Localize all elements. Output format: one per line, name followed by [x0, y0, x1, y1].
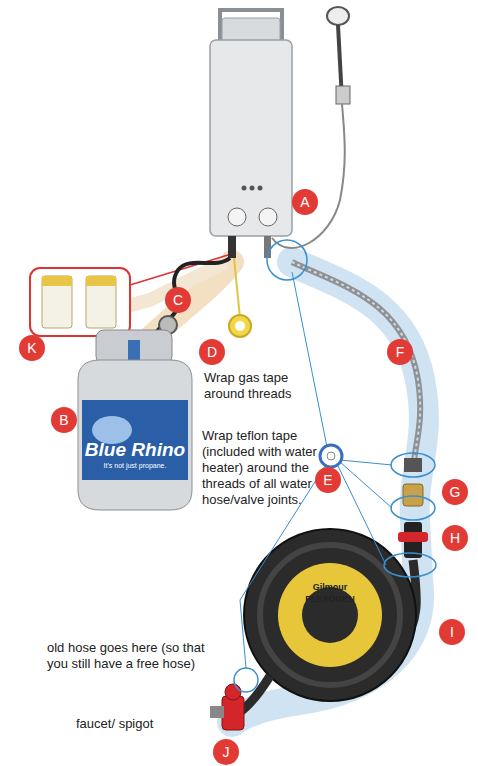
hose-reel: [260, 545, 400, 685]
note-text: Wrap teflon tape (included with water he…: [202, 428, 317, 507]
reel-label: [278, 563, 382, 667]
brand-text: Blue Rhino: [85, 439, 185, 460]
note-box: old hose goes here (so that you still ha…: [47, 640, 223, 672]
callout-circle: K: [19, 335, 45, 361]
hose-nut: [404, 458, 422, 472]
leader-line: [340, 460, 392, 465]
teflon-tape-roll: [327, 452, 335, 460]
battery: [42, 276, 72, 328]
leader-line: [338, 466, 386, 565]
brass-fitting: [403, 484, 423, 506]
callout-circle: D: [199, 339, 225, 365]
note-box: FLEXOGEN: [290, 594, 370, 605]
braided-hose: [292, 262, 420, 462]
leader-line: [234, 258, 240, 318]
leader-line: [340, 462, 392, 508]
callout-number: A: [300, 194, 309, 210]
tank-body: [78, 360, 192, 510]
shower-holder: [336, 86, 350, 104]
callout-circle: A: [292, 189, 318, 215]
joint-highlight: [391, 453, 435, 477]
joint-highlight: [267, 240, 307, 280]
brand-text: Gilmour: [313, 582, 348, 592]
callout-number: F: [396, 344, 405, 360]
leader-line: [292, 272, 330, 462]
braided-hose: [292, 262, 420, 462]
heater-icon: [258, 186, 263, 191]
battery-band: [42, 276, 72, 286]
callout-circle: G: [442, 479, 468, 505]
callout-circle: H: [442, 525, 468, 551]
tank-label: [82, 400, 188, 480]
joint-highlight: [384, 553, 436, 577]
callout-number: K: [27, 340, 36, 356]
callout-number: E: [323, 472, 332, 488]
brand-text: It's not just propane.: [104, 462, 167, 469]
callout-number: I: [450, 624, 454, 640]
callout-number: H: [450, 530, 460, 546]
battery-band: [86, 276, 116, 286]
teflon-tape-roll: [320, 445, 342, 467]
note-text: Wrap gas tape around threads: [204, 370, 291, 401]
gas-tape-roll: [235, 321, 245, 331]
spigot: [222, 696, 244, 730]
callout-number: D: [207, 344, 217, 360]
callout-number: J: [223, 744, 230, 760]
brand-text: FLEXOGEN: [305, 594, 355, 604]
callout-number: C: [173, 292, 183, 308]
heater-icon: [250, 186, 255, 191]
gas-inlet: [228, 236, 236, 258]
battery-box: [30, 268, 130, 336]
heater-knob: [259, 208, 277, 226]
heater-knob: [228, 208, 246, 226]
note-box: Blue Rhino: [82, 438, 188, 461]
tank-valve: [128, 340, 140, 362]
heater-icon: [242, 186, 247, 191]
callout-circle: F: [387, 339, 413, 365]
callout-number: B: [59, 412, 68, 428]
spigot-handle: [225, 684, 241, 700]
note-box: It's not just propane.: [82, 462, 188, 470]
note-box: Wrap teflon tape (included with water he…: [202, 428, 326, 508]
callout-circle: C: [165, 287, 191, 313]
valve-lever: [398, 532, 428, 542]
note-box: Wrap gas tape around threads: [204, 370, 316, 402]
joint-highlight: [391, 496, 435, 520]
callout-number: G: [450, 484, 461, 500]
note-box: faucet/ spigot: [76, 716, 196, 732]
heater-vent: [222, 18, 280, 42]
callout-circle: J: [213, 739, 239, 765]
note-text: faucet/ spigot: [76, 716, 153, 731]
shower-head: [327, 7, 349, 25]
callout-circle: I: [439, 619, 465, 645]
gas-tape-roll: [229, 315, 251, 337]
callout-circle: B: [51, 407, 77, 433]
callout-circle: E: [315, 467, 341, 493]
battery: [86, 276, 116, 328]
note-box: Gilmour: [290, 582, 370, 593]
hose-reel: [244, 529, 416, 701]
tank-collar: [96, 330, 172, 364]
joint-highlight: [234, 668, 258, 692]
spigot-pipe: [210, 706, 224, 718]
reel-hub: [302, 587, 358, 643]
note-text: old hose goes here (so that you still ha…: [47, 640, 205, 671]
heater-body: [210, 40, 292, 236]
